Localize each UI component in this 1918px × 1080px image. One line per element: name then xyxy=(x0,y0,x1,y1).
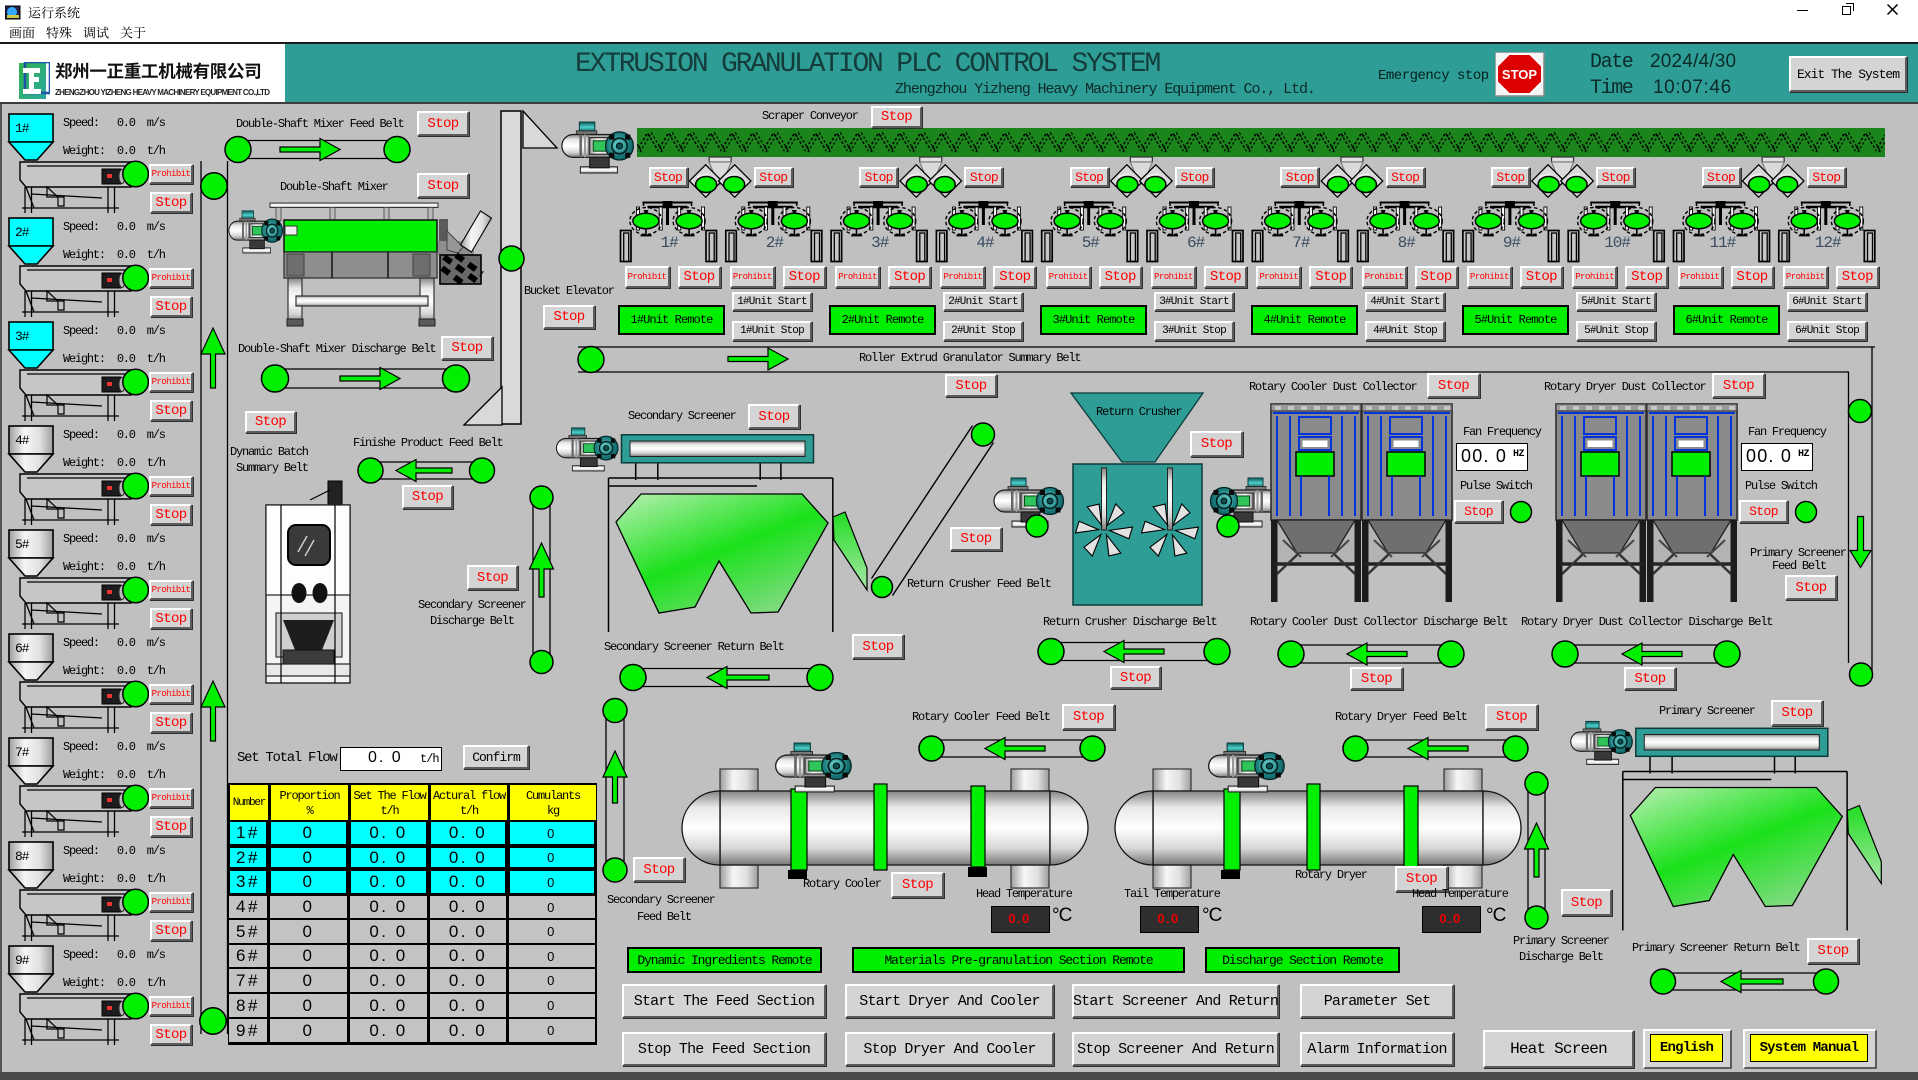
svg-text:STOP: STOP xyxy=(1502,67,1537,82)
